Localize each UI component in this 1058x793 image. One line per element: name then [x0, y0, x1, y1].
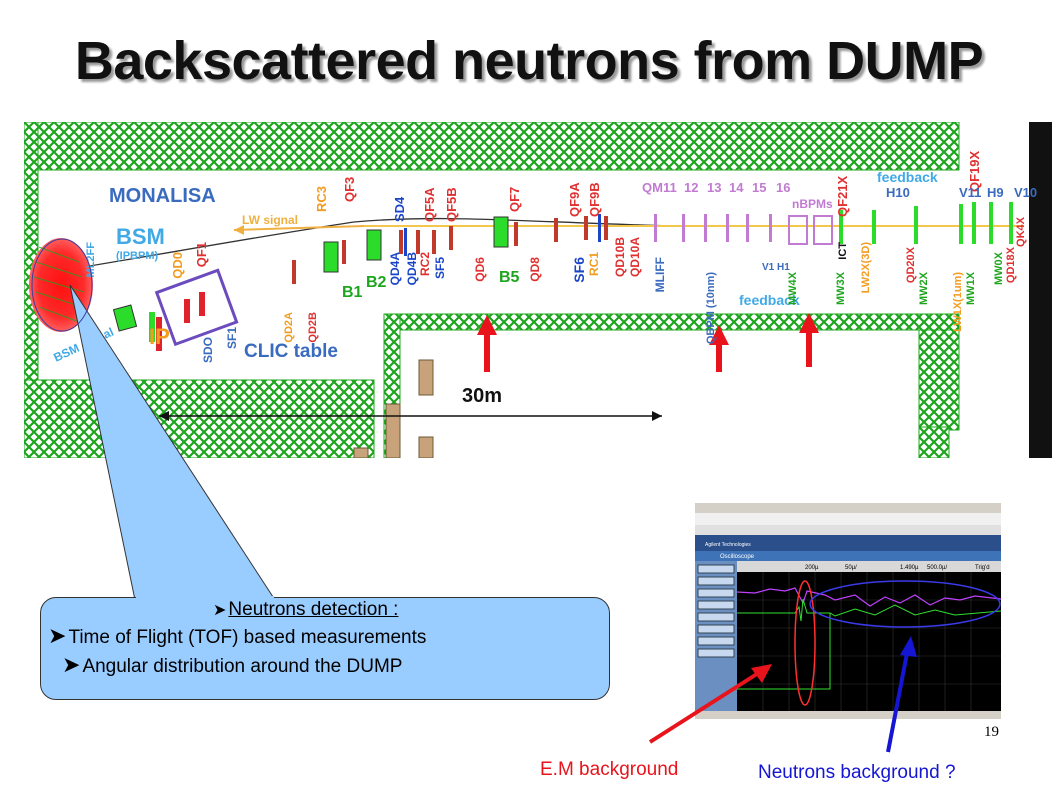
magnet-label-lower: QK4X — [1015, 216, 1027, 247]
magnet-label-lower: QD20X — [905, 246, 917, 283]
magnet-label-lower: QD4B — [405, 252, 419, 286]
magnet-label-lower: QD2B — [307, 312, 319, 343]
page-number: 19 — [984, 724, 999, 740]
magnet-label-lower: SF1 — [225, 327, 239, 349]
magnet-label-lower: QBPM (10nm) — [705, 272, 717, 344]
magnet-label-lower: B5 — [499, 269, 520, 286]
slide-title: Backscattered neutrons from DUMP — [74, 31, 984, 91]
magnet-label-lower: QD10B — [613, 237, 627, 277]
magnet-label-lower: SF5 — [433, 257, 447, 279]
arrow-bullet-icon: ➤ — [48, 623, 67, 648]
lw-signal-label: LW signal — [242, 213, 298, 227]
scope-div: 50µ/ — [845, 565, 857, 571]
magnet-label-top: QF9A — [567, 182, 582, 217]
bsm-label: BSM — [116, 224, 165, 249]
magnet-label-top: QF19X — [967, 150, 982, 192]
magnet-label-lower: SF6 — [571, 257, 587, 283]
scope-ch-readout: 200µ — [805, 565, 819, 571]
magnet-label-top: 16 — [776, 180, 790, 195]
magnet-label-lower: QD2A — [283, 312, 295, 343]
monalisa-label: MONALISA — [109, 185, 216, 207]
detector-arrows — [477, 313, 819, 372]
callout-box — [40, 597, 610, 700]
clic-table-label: CLIC table — [244, 341, 338, 362]
magnet-label-lower: LW1X(1um) — [952, 272, 964, 332]
magnet-label-top: QF3 — [342, 177, 357, 202]
magnet-label-lower: ICT — [837, 242, 849, 260]
magnet-label-top: H9 — [987, 185, 1004, 200]
callout-heading: ➤Neutrons detection : — [213, 599, 399, 620]
magnet-label-lower: MW2X — [918, 271, 930, 305]
magnets — [292, 202, 1013, 284]
magnet-label-lower: MW3X — [835, 271, 847, 305]
magnet-label-lower: QD4A — [388, 252, 402, 286]
magnet-label-lower: MW4X — [787, 271, 799, 305]
magnet-label-top: 14 — [729, 180, 744, 195]
magnet-label-lower: QF1 — [194, 242, 209, 267]
magnet-label-lower: ML2FF — [85, 242, 97, 278]
neutrons-background-label: Neutrons background ? — [758, 762, 956, 783]
magnet-label-top: SD4 — [392, 196, 407, 222]
magnet-label-top: QF7 — [507, 187, 522, 212]
magnet-label-lower: QD6 — [473, 257, 487, 282]
magnet-label-lower: SDO — [201, 337, 215, 363]
magnet-label-top: QF5A — [422, 187, 437, 222]
scope-brand: Agilent Technologies — [705, 542, 751, 548]
ipbpm-label: (IPBPM) — [116, 250, 159, 262]
scale-label: 30m — [462, 385, 502, 407]
magnet-label-top: 15 — [752, 180, 766, 195]
arrow-bullet-icon: ➤ — [62, 652, 81, 677]
magnet-label-lower: RC2 — [418, 252, 432, 276]
em-background-label: E.M background — [540, 759, 679, 780]
magnet-label-top: QF9B — [587, 182, 602, 217]
ip-label: IP — [149, 324, 170, 349]
callout-line-2: ➤Angular distribution around the DUMP — [62, 652, 403, 677]
magnet-label-lower: QD8 — [528, 257, 542, 282]
magnet-label-top: RC3 — [314, 186, 329, 212]
magnet-label-lower: QD0 — [170, 252, 185, 279]
scope-time: 1.490µ — [900, 565, 919, 571]
magnet-label-lower: V1 H1 — [762, 262, 790, 273]
magnet-label-top: H10 — [886, 185, 910, 200]
callout-line-1: ➤Time of Flight (TOF) based measurements — [48, 623, 427, 648]
scope-timebase: 500.0µ/ — [927, 565, 947, 571]
beamline-diagram: IP MONALISA BSM (IPBP — [24, 122, 1052, 458]
nbpms-label: nBPMs — [792, 197, 833, 211]
scope-trigger: Trig'd — [975, 565, 990, 571]
magnet-label-lower: MW1X — [965, 271, 977, 305]
magnet-label-lower: QD18X — [1005, 246, 1017, 283]
magnet-label-lower: B2 — [366, 274, 387, 291]
magnet-label-top: V10 — [1014, 185, 1037, 200]
magnet-label-lower: QD10A — [628, 237, 642, 277]
magnet-label-top: QF5B — [444, 187, 459, 222]
feedback-bottom-label: feedback — [739, 292, 800, 308]
magnet-label-lower: LW2X(3D) — [860, 242, 872, 294]
magnet-label-lower: MW0X — [993, 251, 1005, 285]
arrow-bullet-icon: ➤ — [213, 602, 227, 619]
magnet-label-top: QF21X — [835, 175, 850, 217]
oscilloscope-screenshot: Agilent Technologies Oscilloscope 200µ 5… — [695, 503, 1002, 719]
magnet-label-top: QM11 — [642, 180, 677, 195]
magnet-label-top: 13 — [707, 180, 721, 195]
feedback-top-label: feedback — [877, 169, 938, 185]
scope-app: Oscilloscope — [720, 554, 755, 560]
magnet-label-top: V11 — [959, 185, 981, 200]
magnet-label-lower: RC1 — [587, 252, 601, 276]
magnet-label-lower: B1 — [342, 284, 363, 301]
magnet-label-top: 12 — [684, 180, 698, 195]
magnet-label-lower: MLIFF — [653, 257, 667, 292]
